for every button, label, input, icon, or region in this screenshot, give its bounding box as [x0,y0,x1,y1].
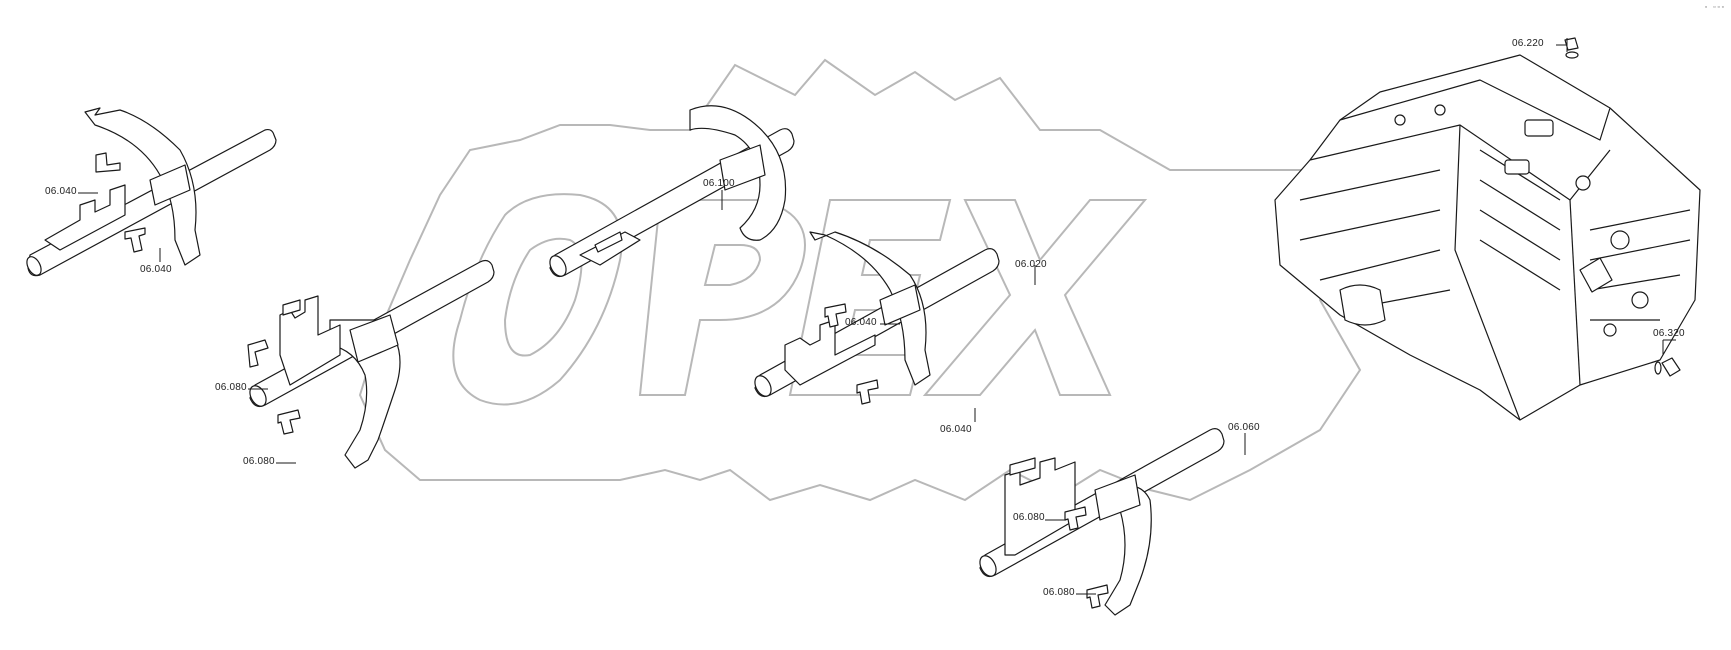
t-pin-4 [277,409,301,435]
t-pin-6 [856,379,879,405]
watermark-letter-x [922,199,1148,396]
callout-06-040-b: 06.040 [140,264,172,275]
callout-06-080-d: 06.080 [1043,587,1075,598]
callout-06-040-d: 06.040 [940,424,972,435]
callout-06-220: 06.220 [1512,38,1544,49]
callout-06-060: 06.060 [1228,422,1260,433]
shift-rod-assembly-3 [549,105,795,278]
callout-06-080-c: 06.080 [1013,512,1045,523]
t-pin-3 [247,339,269,368]
callout-06-020: 06.020 [1015,259,1047,270]
shift-rod-assembly-5 [979,428,1225,616]
shift-fork [84,107,201,266]
plug-2 [1661,357,1681,377]
shift-fork [329,319,401,469]
t-pin-2 [124,227,146,253]
shift-fork [689,105,787,241]
fork-bracket [44,184,126,251]
callout-06-100: 06.100 [703,178,735,189]
t-pin-8 [1086,584,1109,609]
watermark-letter-o [452,193,623,406]
callout-06-080-a: 06.080 [215,382,247,393]
callout-06-080-b: 06.080 [243,456,275,467]
callout-06-040-a: 06.040 [45,186,77,197]
leader-lines [78,38,1676,595]
t-pin-7 [1064,506,1087,531]
corner-mark: ▫ ▫▫▫ [1703,4,1725,12]
watermark-letter-p [638,199,806,396]
gearbox-housing [1274,37,1701,421]
fork-bracket [784,319,876,386]
shift-rod-assembly-2 [247,259,495,469]
callout-06-040-c: 06.040 [845,317,877,328]
shift-rod-assembly-1 [26,107,277,277]
shift-rod [27,128,277,277]
callout-06-320: 06.320 [1653,328,1685,339]
shift-fork [809,231,931,386]
t-pin-5 [824,303,847,328]
t-pin-1 [95,152,121,173]
shift-rod-assembly-4 [754,231,1000,405]
shift-fork [1104,486,1152,616]
watermark-gear [358,58,1362,502]
